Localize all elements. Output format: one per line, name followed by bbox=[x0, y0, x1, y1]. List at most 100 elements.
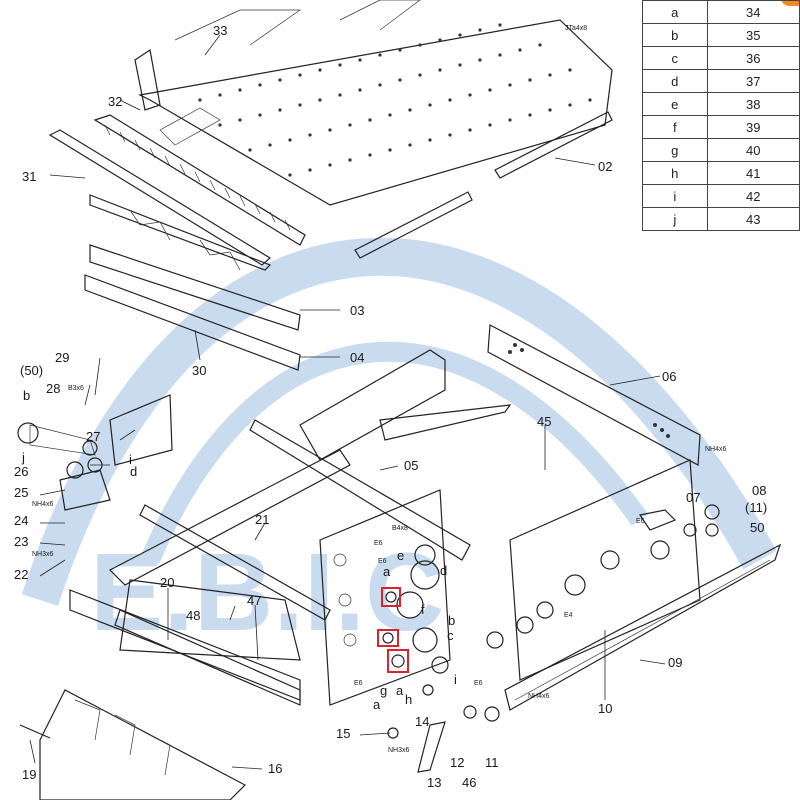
part-label: 23 bbox=[14, 534, 28, 549]
letter-label: a bbox=[383, 564, 391, 579]
table-cell-part: 39 bbox=[706, 115, 800, 139]
part-label: 14 bbox=[415, 714, 429, 729]
fastener-label: NH3x6 bbox=[388, 747, 410, 754]
part-label: 21 bbox=[255, 512, 269, 527]
bottom-cover bbox=[19, 689, 246, 800]
part-label: 25 bbox=[14, 485, 28, 500]
part-label: 47 bbox=[247, 593, 261, 608]
part-label: 33 bbox=[213, 23, 227, 38]
left-gear-cluster bbox=[17, 394, 173, 511]
fastener-label: NH4x6 bbox=[528, 693, 550, 700]
bracket-06 bbox=[487, 324, 701, 466]
perforated-plate-33 bbox=[134, 0, 613, 206]
letter-label: j bbox=[21, 450, 25, 465]
part-label: 03 bbox=[350, 303, 364, 318]
part-label: (11) bbox=[745, 500, 767, 515]
table-cell-part: 35 bbox=[706, 23, 800, 47]
letter-label: g bbox=[380, 683, 387, 698]
table-cell-letter: j bbox=[642, 207, 708, 231]
fastener-label: B4x8 bbox=[392, 525, 408, 532]
part-label: 50 bbox=[750, 520, 764, 535]
part-label: 24 bbox=[14, 513, 28, 528]
fastener-label: E6 bbox=[378, 558, 387, 565]
part-label: 09 bbox=[668, 655, 682, 670]
part-label: 06 bbox=[662, 369, 676, 384]
part-number-labels: 33 32 31 02 03 04 30 29 (50) 28 27 26 25… bbox=[14, 23, 767, 790]
fastener-label: NH4x6 bbox=[705, 446, 727, 453]
table-cell-part: 36 bbox=[706, 46, 800, 70]
fastener-label: NH3x6 bbox=[32, 551, 54, 558]
right-plate bbox=[486, 459, 701, 681]
letter-label: e bbox=[397, 548, 404, 563]
part-label: 02 bbox=[598, 159, 612, 174]
fastener-label: E6 bbox=[636, 518, 645, 525]
letter-label: d bbox=[130, 464, 137, 479]
table-cell-letter: g bbox=[642, 138, 708, 162]
gear-plate bbox=[319, 489, 451, 706]
letter-label: b bbox=[23, 388, 30, 403]
fastener-label: JTa4x8 bbox=[565, 25, 587, 32]
letter-callouts: b j i d a e c f g a h i b d a bbox=[21, 388, 457, 712]
part-label: 11 bbox=[485, 755, 499, 770]
part-label: 26 bbox=[14, 464, 28, 479]
part-label: 27 bbox=[86, 429, 100, 444]
table-cell-part: 40 bbox=[706, 138, 800, 162]
fastener-label: E4 bbox=[564, 612, 573, 619]
main-frame bbox=[69, 349, 512, 706]
leader-lines bbox=[29, 34, 666, 770]
part-label: 45 bbox=[537, 414, 551, 429]
letter-label: a bbox=[373, 697, 381, 712]
letter-label: f bbox=[421, 602, 425, 617]
letter-label: d bbox=[440, 563, 447, 578]
table-cell-part: 43 bbox=[706, 207, 800, 231]
table-cell-letter: i bbox=[642, 184, 708, 208]
table-cell-letter: e bbox=[642, 92, 708, 116]
cover-09 bbox=[504, 543, 782, 711]
comb-bracket-32 bbox=[93, 114, 306, 246]
part-label: 48 bbox=[186, 608, 200, 623]
small-parts bbox=[387, 504, 720, 773]
table-cell-part: 34 bbox=[706, 0, 800, 24]
table-cell-part: 37 bbox=[706, 69, 800, 93]
fastener-label: E6 bbox=[474, 680, 483, 687]
part-label: 29 bbox=[55, 350, 69, 365]
letter-label: c bbox=[447, 628, 454, 643]
part-label: 20 bbox=[160, 575, 174, 590]
part-label: 31 bbox=[22, 169, 36, 184]
fastener-label: E6 bbox=[354, 680, 363, 687]
part-label: 07 bbox=[686, 490, 700, 505]
part-label: 32 bbox=[108, 94, 122, 109]
letter-label: b bbox=[448, 613, 455, 628]
table-cell-letter: c bbox=[642, 46, 708, 70]
fastener-label: E6 bbox=[374, 540, 383, 547]
part-label: 10 bbox=[598, 701, 612, 716]
part-label: (50) bbox=[20, 363, 43, 378]
part-label: 30 bbox=[192, 363, 206, 378]
table-cell-part: 41 bbox=[706, 161, 800, 185]
fastener-label: NH4x6 bbox=[32, 501, 54, 508]
part-label: 22 bbox=[14, 567, 28, 582]
table-cell-letter: b bbox=[642, 23, 708, 47]
part-label: 04 bbox=[350, 350, 364, 365]
fastener-label: B3x6 bbox=[68, 385, 84, 392]
part-label: 15 bbox=[336, 726, 350, 741]
fastener-labels: JTa4x8 B3x6 NH4x6 NH3x6 B4x8 E6 E6 E6 E4… bbox=[32, 25, 727, 754]
part-label: 12 bbox=[450, 755, 464, 770]
letter-label: h bbox=[405, 692, 412, 707]
part-label: 28 bbox=[46, 381, 60, 396]
letter-label: i bbox=[454, 672, 457, 687]
table-cell-letter: a bbox=[642, 0, 708, 24]
table-cell-part: 42 bbox=[706, 184, 800, 208]
